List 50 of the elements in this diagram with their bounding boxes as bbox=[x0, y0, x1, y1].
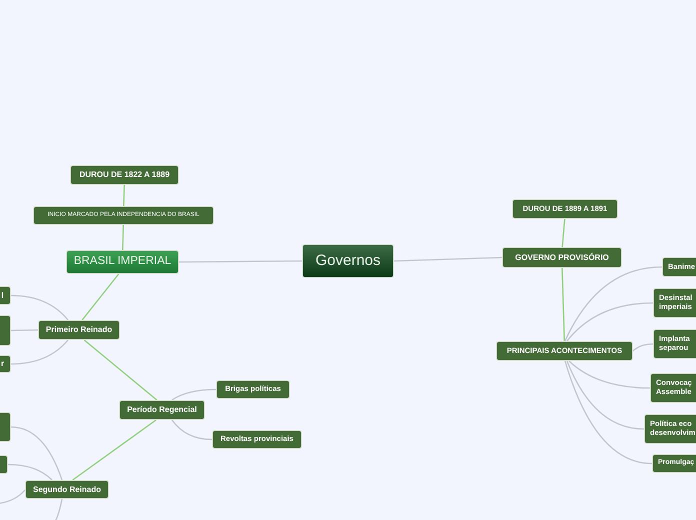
connector-line bbox=[122, 224, 124, 250]
connector-line bbox=[171, 420, 212, 440]
topic-label: DUROU DE 1822 A 1889 bbox=[79, 170, 170, 180]
connector-line bbox=[10, 340, 68, 365]
topic-box bbox=[216, 380, 290, 399]
topic-box bbox=[496, 341, 633, 361]
topic-box bbox=[662, 257, 696, 277]
connector-line bbox=[122, 184, 126, 206]
connector-line bbox=[568, 360, 650, 389]
connector-line bbox=[10, 426, 63, 480]
connector-line bbox=[84, 340, 158, 400]
topic-box bbox=[653, 288, 696, 318]
connector-line bbox=[10, 294, 68, 320]
connector-line bbox=[172, 388, 216, 401]
topic-box bbox=[70, 165, 179, 185]
topic-box bbox=[653, 329, 696, 359]
connector-line bbox=[566, 360, 644, 430]
connector-line bbox=[10, 329, 38, 332]
topic-box bbox=[650, 373, 696, 403]
connector-line bbox=[179, 260, 302, 263]
connector-line bbox=[394, 256, 502, 262]
connector-line bbox=[562, 268, 566, 342]
topic-box bbox=[652, 454, 696, 473]
topic-box bbox=[644, 414, 696, 444]
connector-line bbox=[82, 274, 120, 320]
connector-line bbox=[564, 266, 662, 342]
topic-label: Período Regencial bbox=[127, 405, 197, 415]
topic-label: Segundo Reinado bbox=[33, 484, 101, 494]
topic-label: BRASIL IMPERIAL bbox=[74, 255, 172, 269]
main-topic-box bbox=[66, 250, 179, 274]
topic-box bbox=[512, 199, 618, 219]
topic-box bbox=[33, 206, 214, 225]
connector-line bbox=[562, 218, 566, 248]
connector-line bbox=[564, 360, 652, 464]
connector-line bbox=[8, 464, 52, 480]
topic-box bbox=[212, 430, 302, 449]
topic-label: r bbox=[0, 359, 4, 369]
topic-label: Primeiro Reinado bbox=[46, 325, 112, 335]
topic-label: l bbox=[1, 290, 4, 300]
topic-box bbox=[38, 320, 120, 340]
connector-line bbox=[72, 419, 156, 481]
topic-label: Governos bbox=[315, 252, 381, 270]
connector-line bbox=[0, 490, 26, 505]
connector-line bbox=[632, 343, 654, 352]
topic-label: GOVERNO PROVISÓRIO bbox=[515, 252, 609, 262]
topic-box bbox=[502, 247, 622, 268]
central-topic-box bbox=[302, 244, 394, 278]
connector-line bbox=[566, 302, 654, 342]
topic-box bbox=[25, 480, 109, 499]
topic-box bbox=[119, 400, 205, 420]
